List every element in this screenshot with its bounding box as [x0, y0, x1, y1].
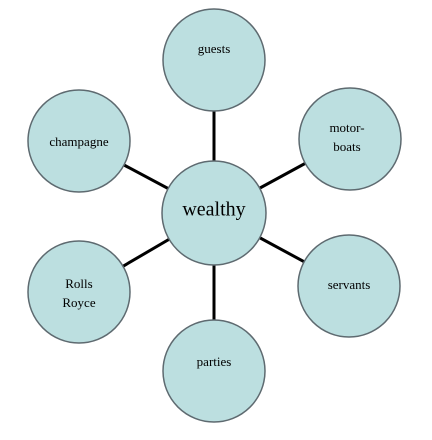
node-servants: servants — [297, 234, 401, 338]
node-circle — [27, 240, 131, 344]
node-rolls-royce: Rolls Royce — [27, 240, 131, 344]
node-label: guests — [198, 41, 231, 56]
node-circle — [161, 160, 267, 266]
node-label: parties — [197, 354, 232, 369]
node-label-line-2: boats — [333, 139, 360, 154]
node-circle — [298, 87, 402, 191]
node-center-wealthy: wealthy — [161, 160, 267, 266]
node-champagne: champagne — [27, 89, 131, 193]
node-label-line-1: Rolls — [65, 276, 92, 291]
node-circle — [297, 234, 401, 338]
node-parties: parties — [162, 319, 266, 423]
node-circle — [162, 319, 266, 423]
node-guests: guests — [162, 8, 266, 112]
node-label-line-2: Royce — [62, 295, 95, 310]
center-label: wealthy — [182, 199, 245, 221]
node-label: champagne — [49, 134, 108, 149]
node-label: servants — [328, 277, 371, 292]
node-motorboats: motor- boats — [298, 87, 402, 191]
node-label-line-1: motor- — [329, 120, 364, 135]
node-circle — [162, 8, 266, 112]
node-circle — [27, 89, 131, 193]
